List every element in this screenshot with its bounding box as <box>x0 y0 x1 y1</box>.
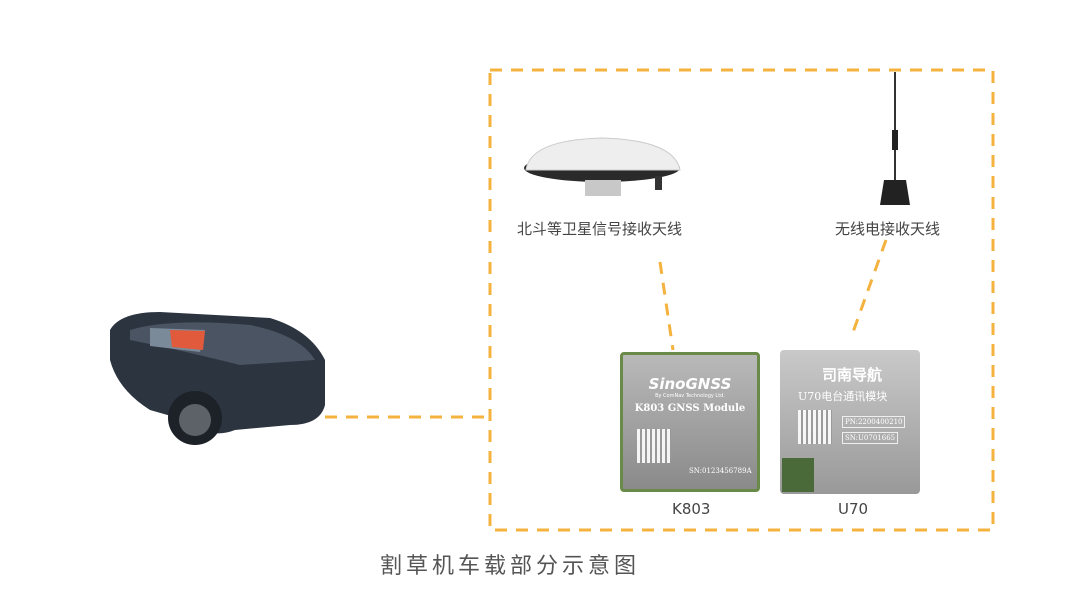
radio-antenna-image <box>880 72 910 205</box>
qr-code-icon <box>637 429 671 463</box>
gnss-antenna-label: 北斗等卫星信号接收天线 <box>517 220 683 238</box>
qr-code-icon <box>798 410 832 444</box>
u70-label: U70 <box>838 500 869 518</box>
k803-module-image: SinoGNSS By ComNav Technology Ltd. K803 … <box>620 352 760 492</box>
radio-connector <box>850 239 888 336</box>
diagram-title: 割草机车载部分示意图 <box>380 554 641 579</box>
radio-antenna-label: 无线电接收天线 <box>835 220 941 238</box>
k803-sub: By ComNav Technology Ltd. <box>655 393 725 399</box>
gnss-antenna-image <box>524 137 681 196</box>
antenna-connector <box>782 458 814 492</box>
u70-sn: SN:U0701665 <box>842 432 899 444</box>
gnss-connector <box>658 261 675 351</box>
k803-brand: SinoGNSS <box>648 375 732 393</box>
u70-pn: PN:2200400210 <box>842 416 906 428</box>
u70-name: U70电台通讯模块 <box>798 390 888 403</box>
k803-sn: SN:0123456789A <box>689 467 752 475</box>
lawn-mower-image <box>110 312 325 445</box>
k803-label: K803 <box>672 500 711 518</box>
u70-module-image: 司南导航 U70电台通讯模块 PN:2200400210 SN:U0701665 <box>780 350 920 494</box>
u70-brand: 司南导航 <box>822 366 883 384</box>
k803-name: K803 GNSS Module <box>634 403 746 414</box>
